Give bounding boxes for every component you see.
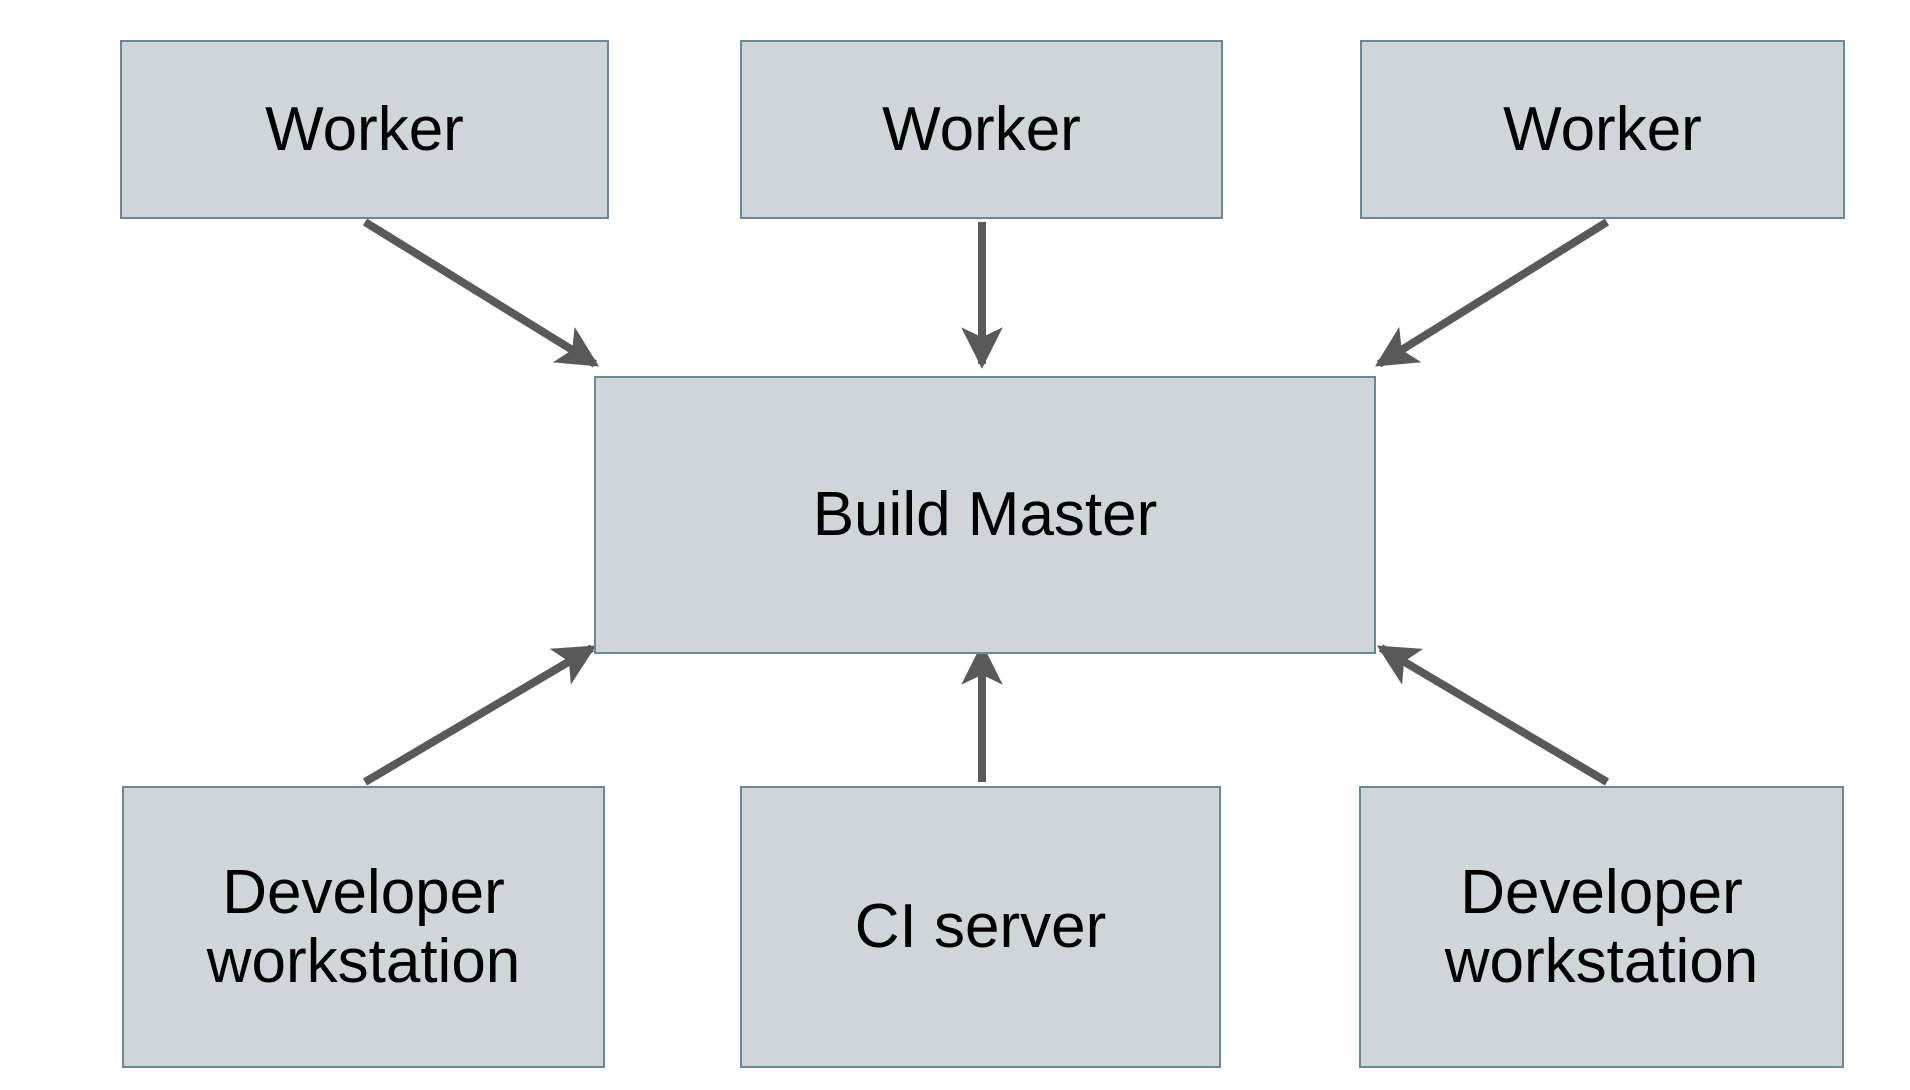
node-build-master-label: Build Master xyxy=(812,480,1158,550)
edge-dev-ws-right-to-build-master xyxy=(1376,644,1610,786)
node-developer-workstation-left-label: Developer workstation xyxy=(206,857,521,996)
node-developer-workstation-right-label: Developer workstation xyxy=(1444,857,1759,996)
node-worker-1-label: Worker xyxy=(265,94,464,164)
node-worker-3[interactable]: Worker xyxy=(1360,40,1845,219)
node-worker-2[interactable]: Worker xyxy=(740,40,1223,219)
node-worker-3-label: Worker xyxy=(1503,94,1702,164)
node-developer-workstation-right[interactable]: Developer workstation xyxy=(1359,786,1844,1068)
node-ci-server[interactable]: CI server xyxy=(740,786,1221,1068)
edge-worker-3-to-build-master xyxy=(1374,218,1610,368)
node-worker-1[interactable]: Worker xyxy=(120,40,609,219)
node-developer-workstation-left[interactable]: Developer workstation xyxy=(122,786,605,1068)
node-build-master[interactable]: Build Master xyxy=(594,376,1376,654)
node-worker-2-label: Worker xyxy=(882,94,1081,164)
edge-worker-1-to-build-master xyxy=(362,218,600,368)
edge-dev-ws-left-to-build-master xyxy=(362,644,597,786)
node-ci-server-label: CI server xyxy=(854,892,1107,962)
